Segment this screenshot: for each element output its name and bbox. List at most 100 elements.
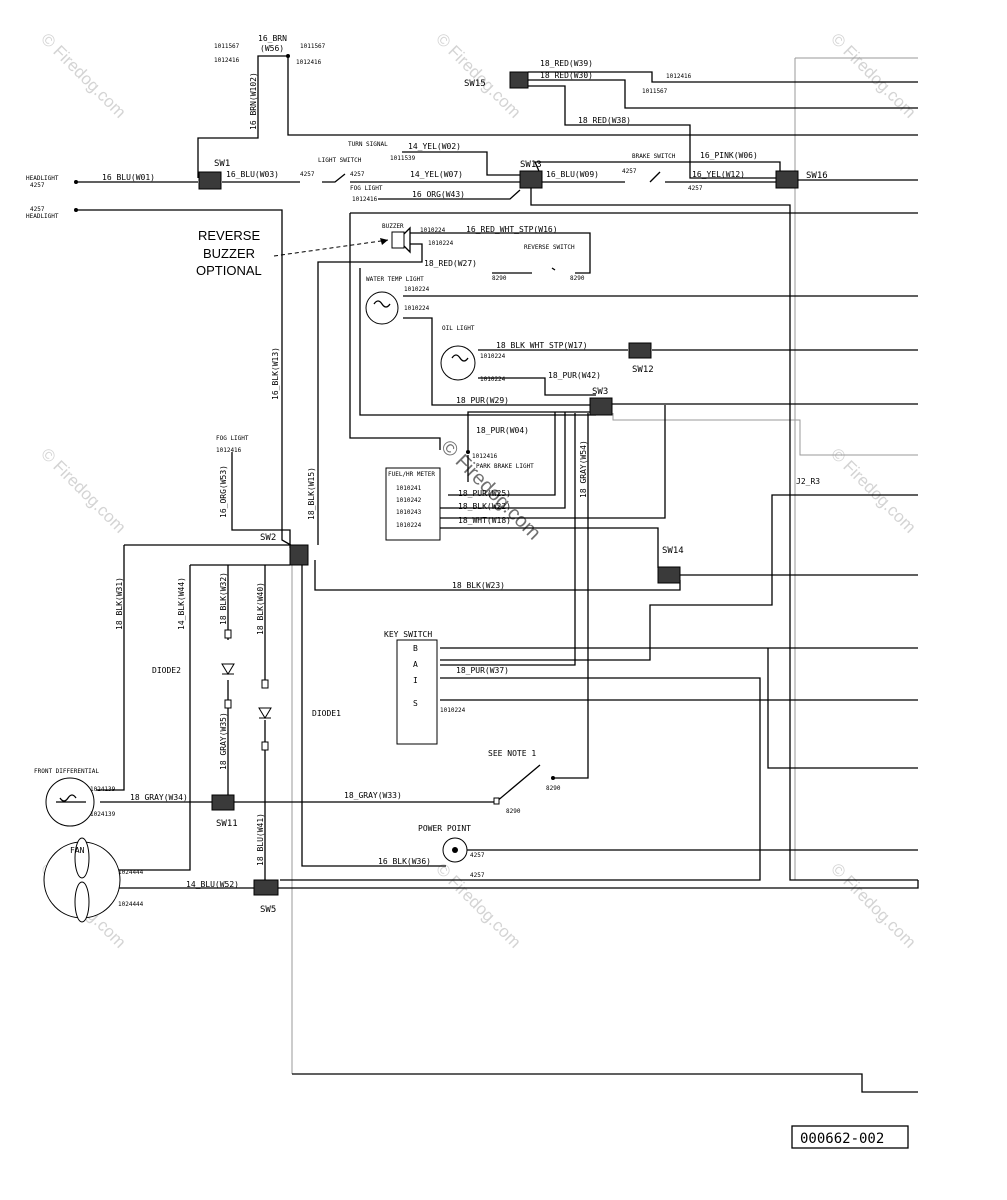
wire-w39: 18_RED(W39) [540,59,593,68]
label-water-temp-light: WATER TEMP LIGHT [366,276,424,283]
label-j2r3: J2_R3 [796,477,820,486]
diode1-icon [258,707,272,719]
wire-w27: 18_RED(W27) [424,259,477,268]
term: 1011567 [214,43,240,50]
diagram-id: 000662-002 [800,1131,884,1147]
wires [76,55,919,1093]
wire-w41: 18_BLU(W41) [256,813,265,866]
term: 1012416 [472,453,498,460]
wire-w35: 18_GRAY(W35) [219,712,228,770]
term: 1012416 [214,57,240,64]
label-brake-switch: BRAKE SWITCH [632,153,676,160]
watermark: © Firedog.com [37,29,129,121]
term: 1024444 [118,869,144,876]
term: 1024139 [90,811,116,818]
wire-w43: 16_ORG(W43) [412,190,465,199]
wire-w56b: (W56) [260,44,284,53]
wire-w22: 18_BLK(W22) [458,502,511,511]
term: 1011539 [390,155,416,162]
term: 4257 [350,171,365,178]
watermark: © Firedog.com [827,444,919,536]
term: 1012416 [352,196,378,203]
fuel-hour-meter-box [385,467,441,541]
wire-w37: 18_PUR(W37) [456,666,509,675]
label-headlight-1-term: 4257 [30,182,45,189]
term: 4257 [470,852,485,859]
wire-w23: 18_BLK(W23) [452,581,505,590]
connector-sw15 [509,71,529,89]
connector-sw5 [253,879,279,896]
wire-w34: 18_GRAY(W34) [130,793,188,802]
wire-w17: 18_BLK_WHT_STP(W17) [496,341,588,350]
oil-light-icon [440,345,476,381]
label-key-switch: KEY SWITCH [384,630,432,639]
connector-sw16 [775,170,799,189]
term: 8290 [492,275,507,282]
connector-sw13 [519,170,543,189]
term: 1010242 [396,497,422,504]
term: 1012416 [216,447,242,454]
wire-w03: 16_BLU(W03) [226,170,279,179]
term: 1012416 [666,73,692,80]
label-diode2: DIODE2 [152,666,181,675]
wire-w54: 18_GRAY(W54) [579,440,588,498]
label-park-brake-light: PARK BRAKE LIGHT [476,463,534,470]
label-fog-light-2: FOG LIGHT [216,435,249,442]
key-switch-box [396,639,438,745]
label-sw11: SW11 [216,819,238,829]
wire-w52: 14_BLU(W52) [186,880,239,889]
connector-sw1 [198,171,222,190]
label-reverse-switch: REVERSE SWITCH [524,244,575,251]
term: 1010224 [420,227,446,234]
label-see-note: SEE NOTE 1 [488,749,536,758]
connector-sw12 [628,342,652,359]
wire-w53: 16_ORG(W53) [219,465,228,518]
term: 1024444 [118,901,144,908]
connector-sw3 [589,397,613,416]
wire-w36: 16_BLK(W36) [378,857,431,866]
wire-w42: 18_PUR(W42) [548,371,601,380]
wire-w04: 18_PUR(W04) [476,426,529,435]
label-key-i: I [413,676,418,685]
connectors [198,71,799,896]
wire-w15: 18_BLK(W15) [307,467,316,520]
annotation-arrow [273,239,389,257]
term: 4257 [300,171,315,178]
label-sw14: SW14 [662,546,684,556]
watermark: © Firedog.com [827,859,919,951]
label-sw5: SW5 [260,905,276,915]
term: 8290 [570,275,585,282]
wire-w30: 18_RED(W30) [540,71,593,80]
label-sw2: SW2 [260,533,276,543]
term: 4257 [470,872,485,879]
term: 1010224 [404,305,430,312]
label-sw15: SW15 [464,79,486,89]
wire-w44: 14_BLK(W44) [177,577,186,630]
label-fog-light: FOG LIGHT [350,185,383,192]
term: 1010224 [480,353,506,360]
wire-w16: 16_RED_WHT_STP(W16) [466,225,558,234]
label-headlight-2: HEADLIGHT [26,213,59,220]
term: 1010241 [396,485,422,492]
label-front-differential: FRONT DIFFERENTIAL [34,768,99,775]
term: 1010224 [440,707,466,714]
wire-w25: 18_PUR(W25) [458,489,511,498]
term: 1010224 [404,286,430,293]
label-sw12: SW12 [632,365,654,375]
wire-w01: 16_BLU(W01) [102,173,155,182]
label-key-s: S [413,699,418,708]
wire-w07: 14_YEL(W07) [410,170,463,179]
term: 1010243 [396,509,422,516]
connector-sw11 [211,794,235,811]
connector-sw14 [657,566,681,584]
annotation-line2: BUZZER [203,246,255,261]
wire-w18: 18_WHT(W18) [458,516,511,525]
wire-w13: 16_BLK(W13) [271,347,280,400]
wire-w29: 18_PUR(W29) [456,396,509,405]
wire-w09: 16_BLU(W09) [546,170,599,179]
label-sw1: SW1 [214,159,230,169]
label-buzzer: BUZZER [382,223,404,230]
wire-w31: 18_BLK(W31) [115,577,124,630]
label-turn-signal: TURN SIGNAL [348,141,388,148]
term: 8290 [546,785,561,792]
